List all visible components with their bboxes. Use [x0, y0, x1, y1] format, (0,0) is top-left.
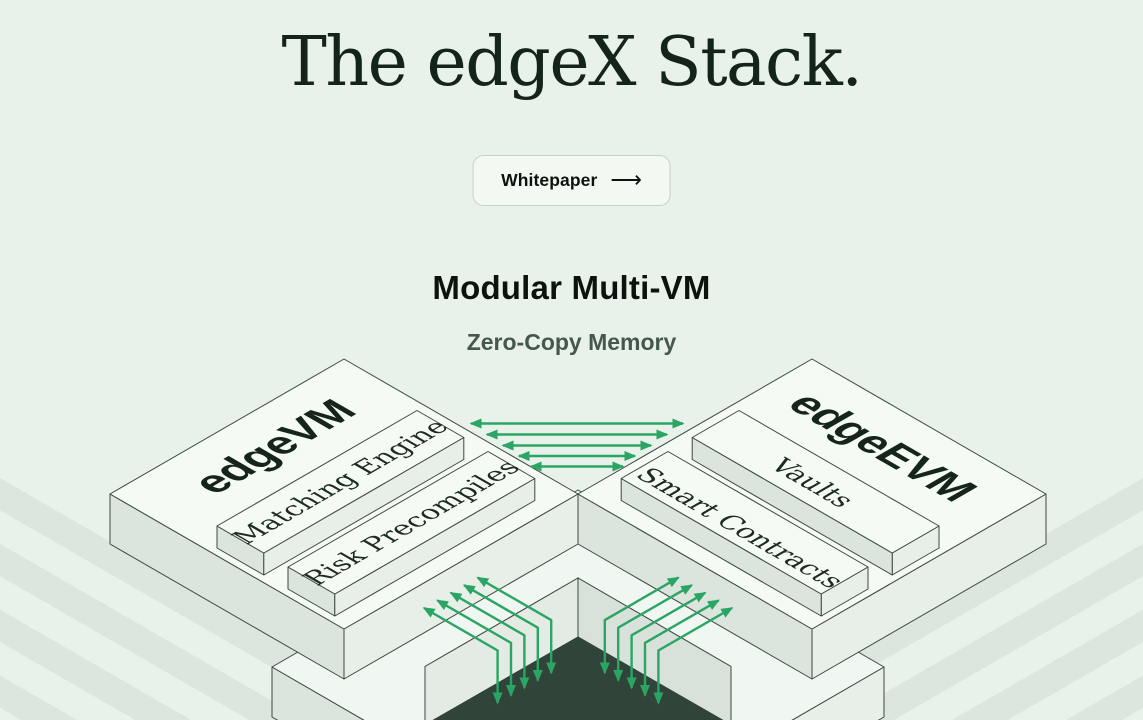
page-title: The edgeX Stack. [281, 23, 863, 102]
whitepaper-button-label: Whitepaper [501, 170, 598, 190]
section-subheading: Zero-Copy Memory [466, 329, 677, 355]
edgevm-platform: Matching Engine Risk Precompiles edgeVM [109, 358, 579, 680]
right-flow-arrows [599, 576, 734, 705]
left-flow-arrows [422, 576, 557, 705]
memory-bus-arrows [469, 418, 685, 472]
edgeevm-platform: Vaults Smart Contracts edgeEVM [577, 358, 1047, 680]
arrow-right-icon: ⟶ [610, 166, 642, 192]
whitepaper-button[interactable]: Whitepaper ⟶ [472, 155, 671, 206]
section-heading: Modular Multi-VM [432, 269, 711, 306]
module-bar-vaults: Vaults [691, 410, 940, 576]
